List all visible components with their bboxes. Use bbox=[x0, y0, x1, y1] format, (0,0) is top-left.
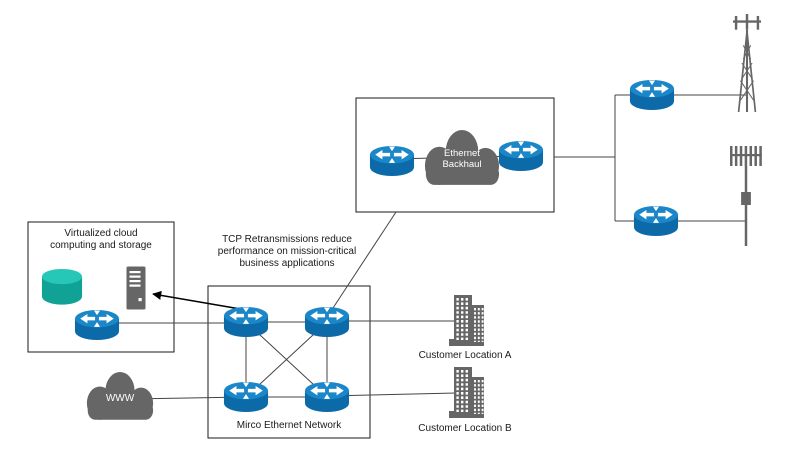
backhaul-cloud-label-line1: Ethernet bbox=[444, 148, 480, 159]
virtualized-box-title: Virtualized cloud computing and storage bbox=[30, 228, 172, 252]
router-icon bbox=[223, 381, 269, 413]
customer-a-label: Customer Location A bbox=[418, 350, 512, 361]
cell-tower-icon bbox=[733, 14, 761, 112]
backhaul-cloud-label: Ethernet Backhaul bbox=[422, 148, 502, 170]
router-icon bbox=[304, 381, 350, 413]
tcp-annotation-line3: business applications bbox=[239, 258, 335, 269]
router-icon bbox=[629, 79, 675, 111]
www-label: WWW bbox=[105, 393, 135, 404]
tcp-annotation-line2: performance on mission-critical bbox=[217, 246, 357, 257]
router-icon bbox=[304, 306, 350, 338]
router-icon bbox=[369, 145, 415, 177]
router-icon bbox=[633, 205, 679, 237]
router-icon bbox=[74, 309, 120, 341]
building-icon bbox=[448, 294, 486, 346]
antenna-array-icon bbox=[730, 146, 762, 246]
backhaul-cloud-label-line2: Backhaul bbox=[442, 159, 482, 170]
tcp-annotation-line1: TCP Retransmissions reduce bbox=[222, 234, 352, 245]
tcp-annotation: TCP Retransmissions reduce performance o… bbox=[203, 234, 371, 270]
link-backhaul-to-micro-network bbox=[332, 211, 397, 309]
customer-b-label: Customer Location B bbox=[418, 423, 512, 434]
virtualized-title-line2: computing and storage bbox=[50, 240, 152, 251]
building-icon bbox=[448, 366, 486, 418]
router-icon bbox=[498, 140, 544, 172]
virtualized-title-line1: Virtualized cloud bbox=[64, 228, 138, 239]
server-icon bbox=[126, 266, 146, 310]
database-icon bbox=[41, 268, 83, 305]
router-icon bbox=[223, 306, 269, 338]
micro-network-label: Mirco Ethernet Network bbox=[236, 420, 342, 431]
